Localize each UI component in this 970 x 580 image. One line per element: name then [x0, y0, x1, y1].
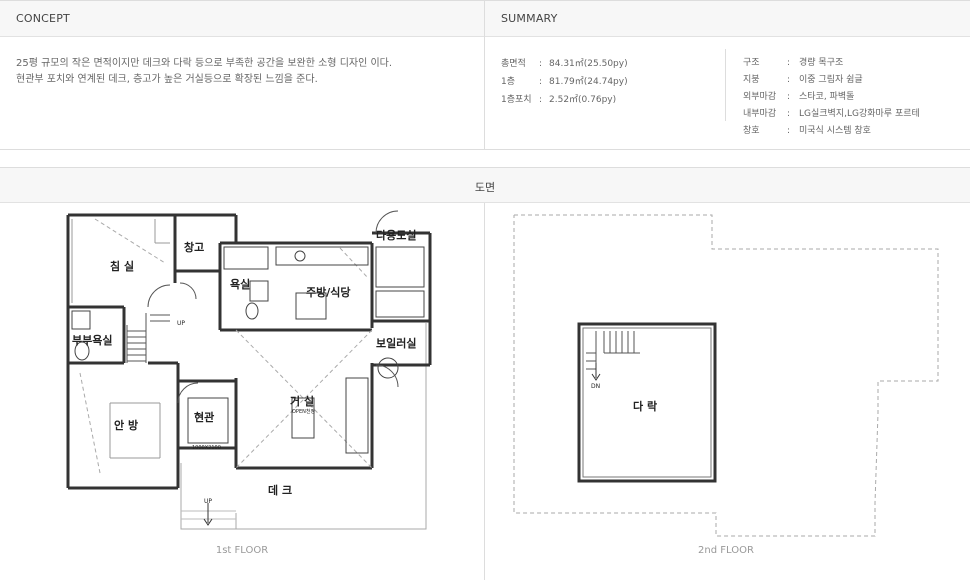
stairs [126, 313, 170, 363]
spec-value: 이중 그림자 쉼글 [799, 75, 863, 85]
roof-outline [513, 214, 939, 537]
room-label-entrance: 현관 [194, 410, 214, 424]
spec-row: 구조:경량 목구조 [743, 55, 969, 72]
room-label-bedroom: 침 실 [110, 259, 134, 273]
open-ceiling-lines [79, 218, 373, 474]
concept-line: 25평 규모의 작은 면적이지만 데크와 다락 등으로 부족한 공간을 보완한 … [16, 58, 393, 69]
area-label: 1층 [501, 77, 516, 87]
area-value: 84.31㎡(25.50py) [549, 59, 628, 69]
floor-plan-drawing: 침 실 창고 다용도실 욕실 주방/식당 부부욕실 보일러실 거 실 OPEN천… [66, 210, 939, 537]
attic-stairs [586, 331, 640, 375]
second-floor-caption: 2nd FLOOR [698, 545, 754, 556]
room-label-couple-bath: 부부욕실 [72, 333, 112, 347]
room-label-utility: 다용도실 [376, 228, 416, 242]
spec-value: 경량 목구조 [799, 58, 844, 68]
spec-row: 외부마감:스타코, 파벽돌 [743, 89, 969, 106]
spec-list: 구조:경량 목구조 지붕:이중 그림자 쉼글 외부마감:스타코, 파벽돌 내부마… [743, 55, 969, 140]
porch-outline [180, 463, 237, 530]
room-label-boiler: 보일러실 [376, 336, 416, 350]
concept-text: 25평 규모의 작은 면적이지만 데크와 다락 등으로 부족한 공간을 보완한 … [0, 37, 484, 88]
summary-panel: SUMMARY 총면적:84.31㎡(25.50py) 1층:81.79㎡(24… [484, 1, 970, 150]
area-list: 총면적:84.31㎡(25.50py) 1층:81.79㎡(24.74py) 1… [501, 55, 727, 109]
spec-label: 내부마감 [743, 109, 777, 119]
stair-up-label: UP [177, 320, 185, 327]
porch-up-label: UP [204, 498, 212, 505]
room-label-storage: 창고 [184, 240, 204, 254]
room-label-bath: 욕실 [230, 277, 250, 291]
spec-row: 지붕:이중 그림자 쉼글 [743, 72, 969, 89]
plan-heading: 도면 [0, 167, 970, 203]
summary-divider [725, 49, 726, 121]
spec-row: 내부마감:LG실크벽지,LG강화마루 포르테 [743, 106, 969, 123]
attic-walls [577, 322, 717, 483]
fixtures [71, 246, 425, 454]
area-label: 총면적 [501, 59, 526, 69]
area-row: 1층포치:2.52㎡(0.76py) [501, 91, 727, 109]
concept-panel: CONCEPT 25평 규모의 작은 면적이지만 데크와 다락 등으로 부족한 … [0, 1, 484, 150]
room-label-living-note: OPEN천정 [292, 408, 315, 415]
room-label-living: 거 실 [290, 394, 314, 408]
spec-label: 구조 [743, 58, 760, 68]
door-size-label: 1000X2100 [192, 445, 221, 451]
first-floor-labels: 침 실 창고 다용도실 욕실 주방/식당 부부욕실 보일러실 거 실 OPEN천… [72, 228, 416, 505]
floor-plans: 침 실 창고 다용도실 욕실 주방/식당 부부욕실 보일러실 거 실 OPEN천… [0, 203, 970, 580]
spec-value: 미국식 시스템 창호 [799, 126, 871, 136]
area-label: 1층포치 [501, 95, 532, 105]
down-arrow [591, 363, 601, 381]
attic-inner-wall [582, 327, 712, 478]
exterior-walls [66, 213, 432, 490]
spec-value: LG실크벽지,LG강화마루 포르테 [799, 109, 920, 119]
room-label-master: 안 방 [114, 418, 138, 432]
spec-label: 지붕 [743, 75, 760, 85]
deck-outline [236, 323, 427, 530]
second-floor-labels: 다 락 DN [591, 383, 657, 413]
plan-divider [484, 203, 485, 580]
first-floor-caption: 1st FLOOR [215, 545, 269, 556]
spec-label: 외부마감 [743, 92, 777, 102]
stair-down-label: DN [591, 383, 600, 390]
spec-label: 창호 [743, 126, 760, 136]
up-arrow [203, 503, 213, 526]
concept-heading: CONCEPT [0, 1, 484, 37]
concept-line: 현관부 포치와 연계된 데크, 층고가 높은 거실등으로 확장된 느낌을 준다. [16, 74, 318, 85]
info-section: CONCEPT 25평 규모의 작은 면적이지만 데크와 다락 등으로 부족한 … [0, 0, 970, 150]
spec-value: 스타코, 파벽돌 [799, 92, 855, 102]
area-value: 81.79㎡(24.74py) [549, 77, 628, 87]
room-label-kitchen: 주방/식당 [306, 285, 351, 299]
spec-row: 창호:미국식 시스템 창호 [743, 123, 969, 140]
second-floor-plan [513, 214, 939, 537]
summary-heading: SUMMARY [485, 1, 970, 37]
area-row: 총면적:84.31㎡(25.50py) [501, 55, 727, 73]
room-label-attic: 다 락 [633, 399, 657, 413]
area-value: 2.52㎡(0.76py) [549, 95, 617, 105]
interior-lines [71, 219, 170, 459]
room-label-deck: 데 크 [268, 483, 292, 497]
area-row: 1층:81.79㎡(24.74py) [501, 73, 727, 91]
door-swings [147, 210, 399, 404]
first-floor-plan [66, 210, 432, 530]
